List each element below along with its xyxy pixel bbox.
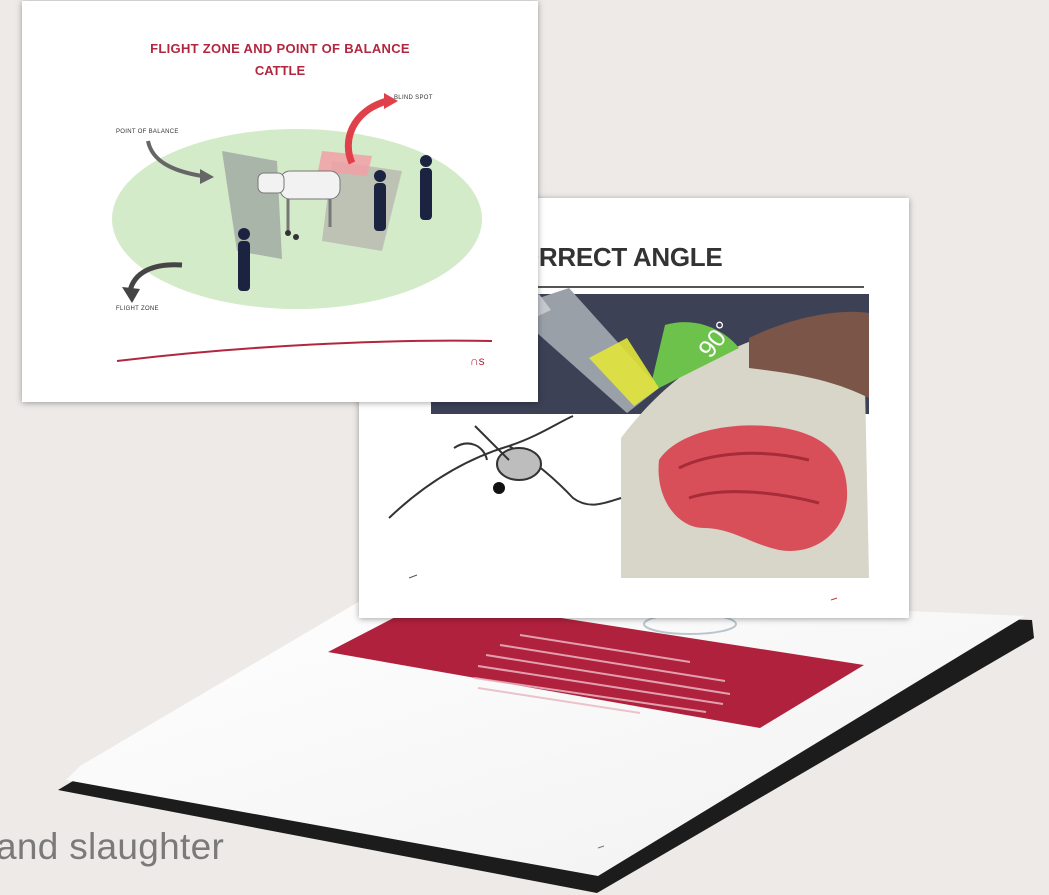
point-of-balance-label: POINT OF BALANCE bbox=[116, 129, 179, 135]
logo-mark: ∩s bbox=[470, 354, 485, 368]
title-divider bbox=[534, 286, 864, 288]
slide-title-line1: FLIGHT ZONE AND POINT OF BALANCE bbox=[22, 41, 538, 56]
slide-title: ORRECT ANGLE bbox=[519, 242, 722, 273]
flight-zone-label: FLIGHT ZONE bbox=[116, 306, 159, 312]
decorative-curve bbox=[117, 341, 492, 361]
flight-zone-diagram: ∩s bbox=[22, 1, 538, 402]
sketch-panel bbox=[359, 416, 621, 618]
blind-spot-label: BLIND SPOT bbox=[394, 95, 433, 101]
slide-title-line2: CATTLE bbox=[22, 63, 538, 78]
caption-text: and slaughter bbox=[0, 826, 224, 868]
slide-flight-zone: ∩s FLIGHT ZONE AND POINT OF BALANCE CATT… bbox=[22, 1, 538, 402]
